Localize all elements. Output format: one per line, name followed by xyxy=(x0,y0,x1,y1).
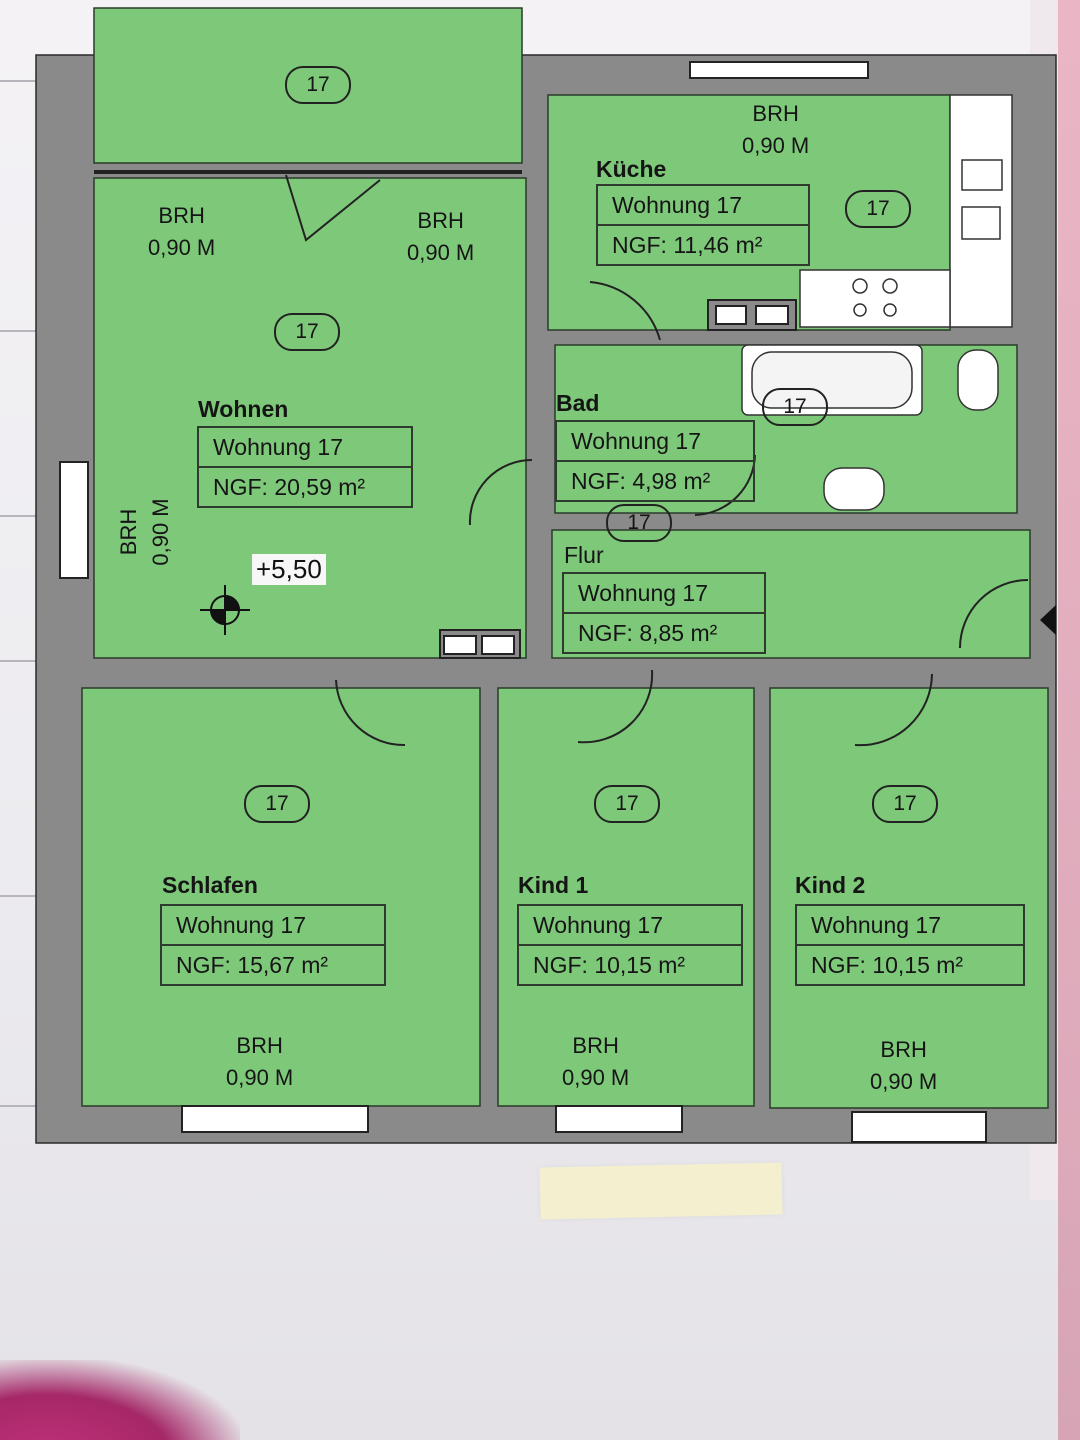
room-info-kind2: Wohnung 17 NGF: 10,15 m² xyxy=(795,904,1025,986)
kitchen-counter xyxy=(799,94,1013,328)
room-info-wohnen: Wohnung 17 NGF: 20,59 m² xyxy=(197,426,413,508)
unit-tag: 17 xyxy=(244,785,310,823)
unit-tag: 17 xyxy=(285,66,351,104)
kind1-floor xyxy=(497,687,755,1107)
shafts xyxy=(439,299,797,659)
flur-floor xyxy=(551,529,1031,659)
margin-tick xyxy=(0,330,40,332)
room-name-bad: Bad xyxy=(556,390,600,416)
room-name-kind1: Kind 1 xyxy=(518,872,589,898)
background-fabric xyxy=(1058,0,1080,1440)
unit-tag: 17 xyxy=(594,785,660,823)
unit-tag: 17 xyxy=(845,190,911,228)
room-info-schlafen: Wohnung 17 NGF: 15,67 m² xyxy=(160,904,386,986)
background-fabric-corner xyxy=(0,1360,240,1440)
margin-tick xyxy=(0,895,40,897)
room-name-flur: Flur xyxy=(564,542,604,568)
margin-tick xyxy=(0,80,40,82)
room-info-flur: Wohnung 17 NGF: 8,85 m² xyxy=(562,572,766,654)
room-info-kueche: Wohnung 17 NGF: 11,46 m² xyxy=(596,184,810,266)
balcony-floor xyxy=(93,7,523,164)
room-info-bad: Wohnung 17 NGF: 4,98 m² xyxy=(555,420,755,502)
room-info-kind1: Wohnung 17 NGF: 10,15 m² xyxy=(517,904,743,986)
room-name-schlafen: Schlafen xyxy=(162,872,258,898)
masking-tape xyxy=(539,1162,783,1220)
level-value: +5,50 xyxy=(252,554,326,585)
kind2-floor xyxy=(769,687,1049,1109)
margin-tick xyxy=(0,1105,40,1107)
margin-tick xyxy=(0,660,40,662)
unit-tag: 17 xyxy=(274,313,340,351)
level-marker-symbol xyxy=(200,585,250,635)
unit-tag: 17 xyxy=(762,388,828,426)
entrance-arrow xyxy=(1040,605,1056,635)
unit-tag: 17 xyxy=(872,785,938,823)
room-name-wohnen: Wohnen xyxy=(198,396,289,422)
margin-tick xyxy=(0,515,40,517)
schlafen-floor xyxy=(81,687,481,1107)
room-name-kueche: Küche xyxy=(596,156,667,182)
unit-tag: 17 xyxy=(606,504,672,542)
windows xyxy=(59,61,987,1143)
room-name-kind2: Kind 2 xyxy=(795,872,866,898)
bathroom-fixtures xyxy=(741,344,999,511)
